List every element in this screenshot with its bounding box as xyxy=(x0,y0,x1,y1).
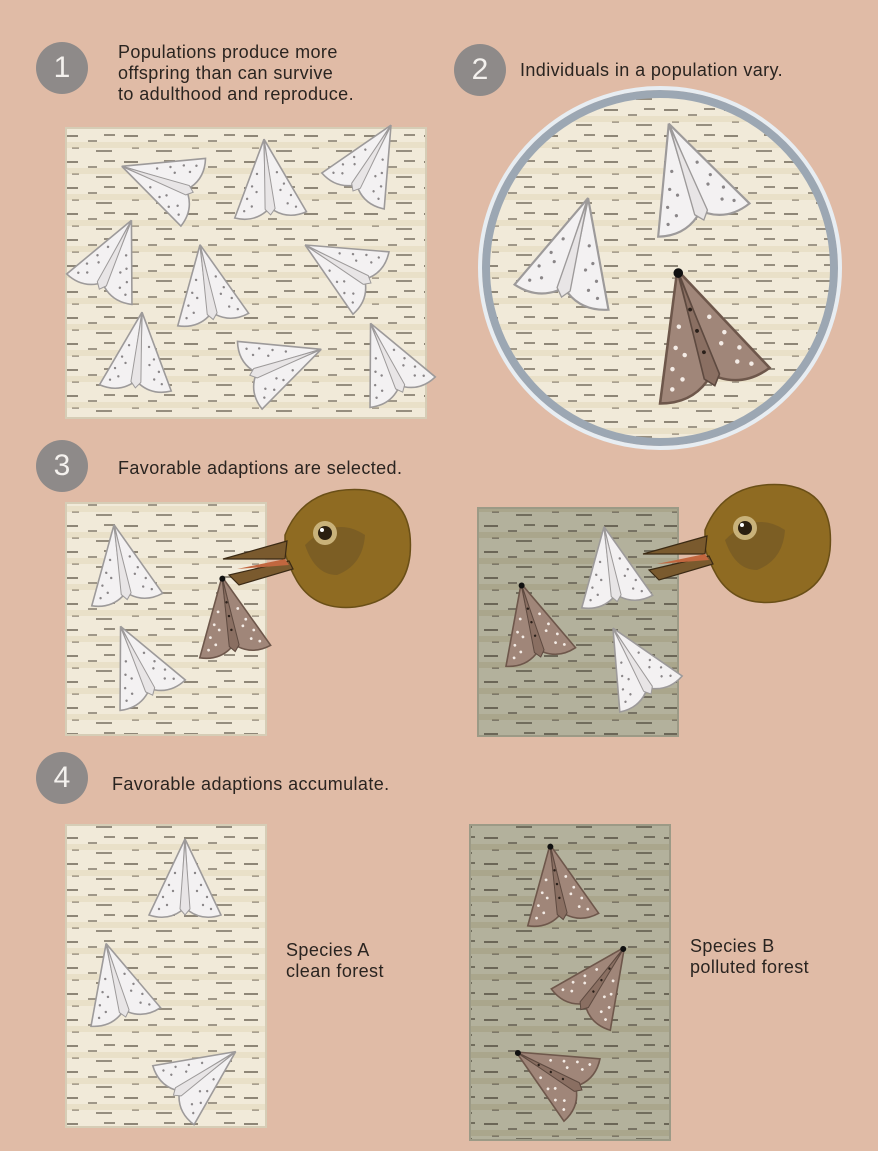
panel-2-magnifier xyxy=(480,88,840,448)
step-2-text: Individuals in a population vary. xyxy=(520,60,783,81)
species-a-label: Species A clean forest xyxy=(286,940,384,982)
step-1-text: Populations produce more offspring than … xyxy=(118,42,354,105)
step-1-badge: 1 xyxy=(36,42,88,94)
panel-3-polluted-bark xyxy=(478,508,678,736)
step-3-text: Favorable adaptions are selected. xyxy=(118,458,402,479)
step-3-badge: 3 xyxy=(36,440,88,492)
step-4-text: Favorable adaptions accumulate. xyxy=(112,774,390,795)
step-4-badge: 4 xyxy=(36,752,88,804)
species-b-label: Species B polluted forest xyxy=(690,936,809,978)
step-2-badge: 2 xyxy=(454,44,506,96)
